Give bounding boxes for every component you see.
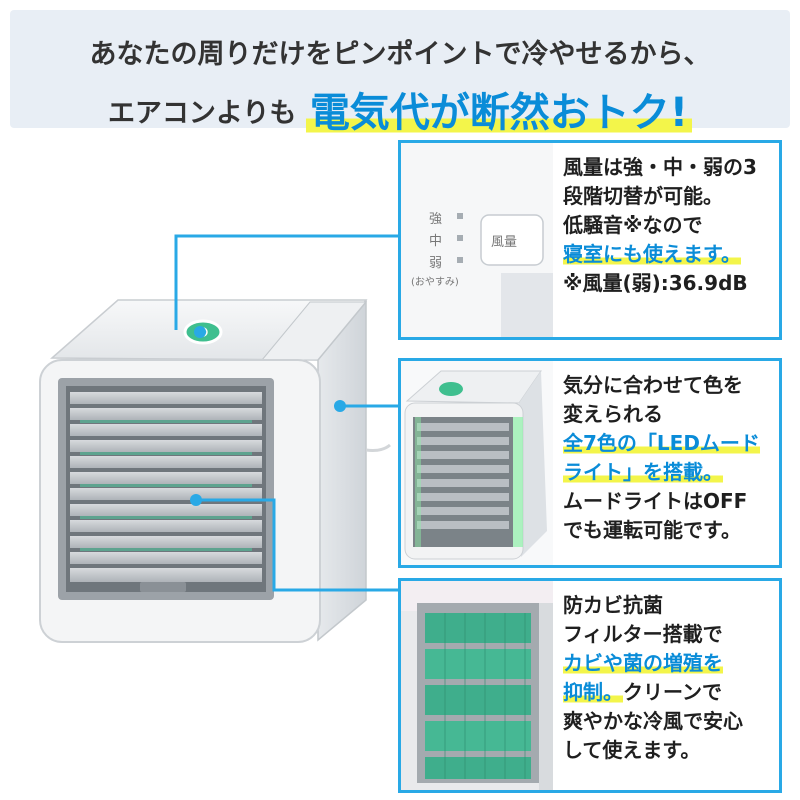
cooler-top-face: [50, 299, 368, 361]
cooler-side-face: [317, 299, 367, 642]
led-line-2: 変えられる: [563, 402, 663, 426]
water-tank-lid: [260, 301, 368, 361]
vent-bottom-tab: [140, 582, 186, 592]
led-light-panel: 気分に合わせて色を 変えられる 全7色の「LEDムード ライト」を搭載。 ムード…: [398, 358, 782, 568]
power-button-icon: [183, 319, 223, 345]
fan-speed-button: [480, 214, 544, 266]
power-cable: [365, 443, 391, 452]
header-line-2: エアコンよりも 電気代が断然おトク!: [10, 76, 790, 136]
header-line-1: あなたの周りだけをピンポイントで冷やせるから、: [89, 39, 711, 70]
led-line-5: ムードライトはOFF: [563, 489, 748, 513]
level-mid: 中: [429, 234, 442, 249]
sleep-label: (おやすみ): [411, 276, 459, 288]
led-line-6: でも運転可能です。: [563, 518, 741, 542]
leader-dot-power: [194, 326, 206, 338]
filter-line-1: 防カビ抗菌: [563, 593, 663, 617]
control-panel-photo: 強 中 弱 (おやすみ) 風量: [401, 143, 553, 337]
filter-photo: [401, 581, 553, 790]
filter-line-4-tail: クリーンで: [623, 680, 722, 704]
led-line-1: 気分に合わせて色を: [563, 373, 743, 397]
fan-speed-line-5: ※風量(弱):36.9dB: [563, 271, 748, 295]
cooler-front-face: [39, 359, 321, 643]
fan-speed-panel: 強 中 弱 (おやすみ) 風量 風量は強・中・弱の3 段階切替が可能。 低騒音※…: [398, 140, 782, 340]
led-highlight-1: 全7色の「LEDムード: [563, 431, 760, 455]
header-highlight: 電気代が断然おトク!: [305, 90, 693, 136]
callout-leaders: [174, 234, 398, 592]
filter-highlight-2: 抑制。: [563, 680, 623, 704]
filter-line-5: 爽やかな冷風で安心: [563, 709, 743, 733]
filter-description: 防カビ抗菌 フィルター搭載で カビや菌の増殖を 抑制。クリーンで 爽やかな冷風で…: [563, 591, 773, 765]
vent-frame: [58, 378, 274, 600]
filter-glimpse: [80, 420, 252, 551]
led-light-description: 気分に合わせて色を 変えられる 全7色の「LEDムード ライト」を搭載。 ムード…: [563, 371, 773, 545]
header-line-2-prefix: エアコンよりも: [107, 98, 297, 129]
fan-speed-highlight: 寝室にも使えます。: [563, 242, 741, 266]
filter-line-6: して使えます。: [563, 738, 701, 762]
fan-speed-description: 風量は強・中・弱の3 段階切替が可能。 低騒音※なので 寝室にも使えます。 ※風…: [563, 153, 773, 298]
level-strong: 強: [429, 212, 442, 227]
fan-speed-line-2: 段階切替が可能。: [563, 184, 723, 208]
led-highlight-2: ライト」を搭載。: [563, 460, 723, 484]
filter-line-2: フィルター搭載で: [563, 622, 723, 646]
vent-louvers: [66, 386, 266, 592]
filter-highlight-1: カビや菌の増殖を: [563, 651, 723, 675]
filter-panel: 防カビ抗菌 フィルター搭載で カビや菌の増殖を 抑制。クリーンで 爽やかな冷風で…: [398, 578, 782, 793]
level-weak: 弱: [429, 256, 442, 271]
fan-speed-line-3: 低騒音※なので: [563, 213, 703, 237]
fan-speed-button-label: 風量: [491, 235, 517, 250]
leader-dot-filter: [190, 494, 202, 506]
fan-speed-line-1: 風量は強・中・弱の3: [563, 155, 757, 179]
header-banner: あなたの周りだけをピンポイントで冷やせるから、 エアコンよりも 電気代が断然おト…: [10, 10, 790, 136]
leader-dot-led: [334, 400, 346, 412]
led-light-photo: [401, 361, 553, 565]
